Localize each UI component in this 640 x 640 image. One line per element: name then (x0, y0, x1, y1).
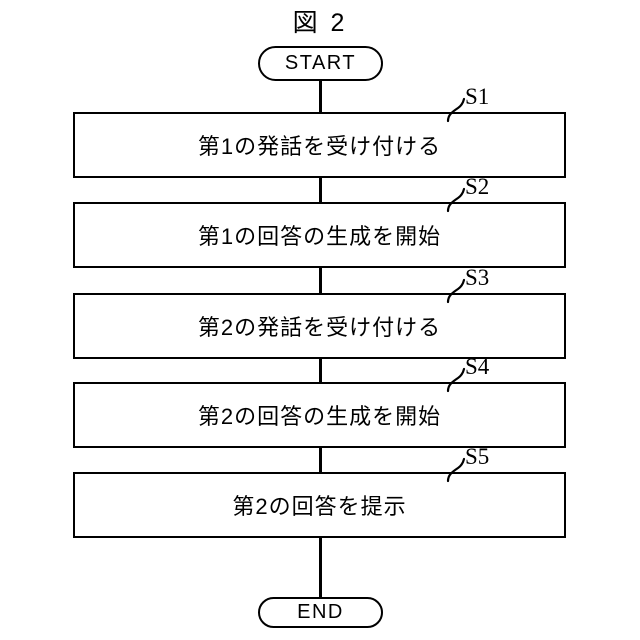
leader-line-icon (446, 367, 466, 393)
connector-s2-to-s3 (319, 267, 322, 294)
step-reference-s3: S3 (432, 265, 542, 304)
step-s2-ref-text: S2 (465, 174, 490, 199)
step-reference-s1: S1 (432, 84, 542, 123)
connector-s3-to-s4 (319, 358, 322, 383)
flowchart-step-s5: 第2の回答を提示 (73, 472, 566, 538)
step-s4-label: 第2の回答の生成を開始 (197, 404, 442, 429)
flowchart-node-start: START (258, 46, 383, 81)
leader-line-icon (446, 457, 466, 483)
connector-s4-to-s5 (319, 447, 322, 473)
figure-title: 図 2 (292, 9, 348, 37)
connector-s1-to-s2 (319, 177, 322, 203)
step-reference-s5: S5 (432, 444, 542, 483)
step-s5-ref-text: S5 (465, 444, 490, 469)
step-reference-s2: S2 (432, 174, 542, 213)
start-node-label: START (284, 52, 357, 74)
connector-start-to-s1 (319, 80, 322, 114)
step-s3-ref-text: S3 (465, 265, 490, 290)
step-reference-s4: S4 (432, 354, 542, 393)
step-s4-ref-text: S4 (465, 354, 490, 379)
step-s1-ref-text: S1 (465, 84, 490, 109)
flowchart-node-end: END (258, 597, 383, 628)
leader-line-icon (446, 187, 466, 213)
step-s3-label: 第2の発話を受け付ける (197, 315, 442, 340)
connector-s5-to-end (319, 537, 322, 598)
flowchart-step-s1: 第1の発話を受け付ける (73, 112, 566, 178)
step-s2-label: 第1の回答の生成を開始 (197, 224, 442, 249)
flowchart-step-s2: 第1の回答の生成を開始 (73, 202, 566, 268)
step-s5-label: 第2の回答を提示 (232, 494, 407, 519)
leader-line-icon (446, 278, 466, 304)
leader-line-icon (446, 97, 466, 123)
step-s1-label: 第1の発話を受け付ける (197, 134, 442, 159)
end-node-label: END (297, 601, 344, 623)
flowchart-step-s3: 第2の発話を受け付ける (73, 293, 566, 359)
